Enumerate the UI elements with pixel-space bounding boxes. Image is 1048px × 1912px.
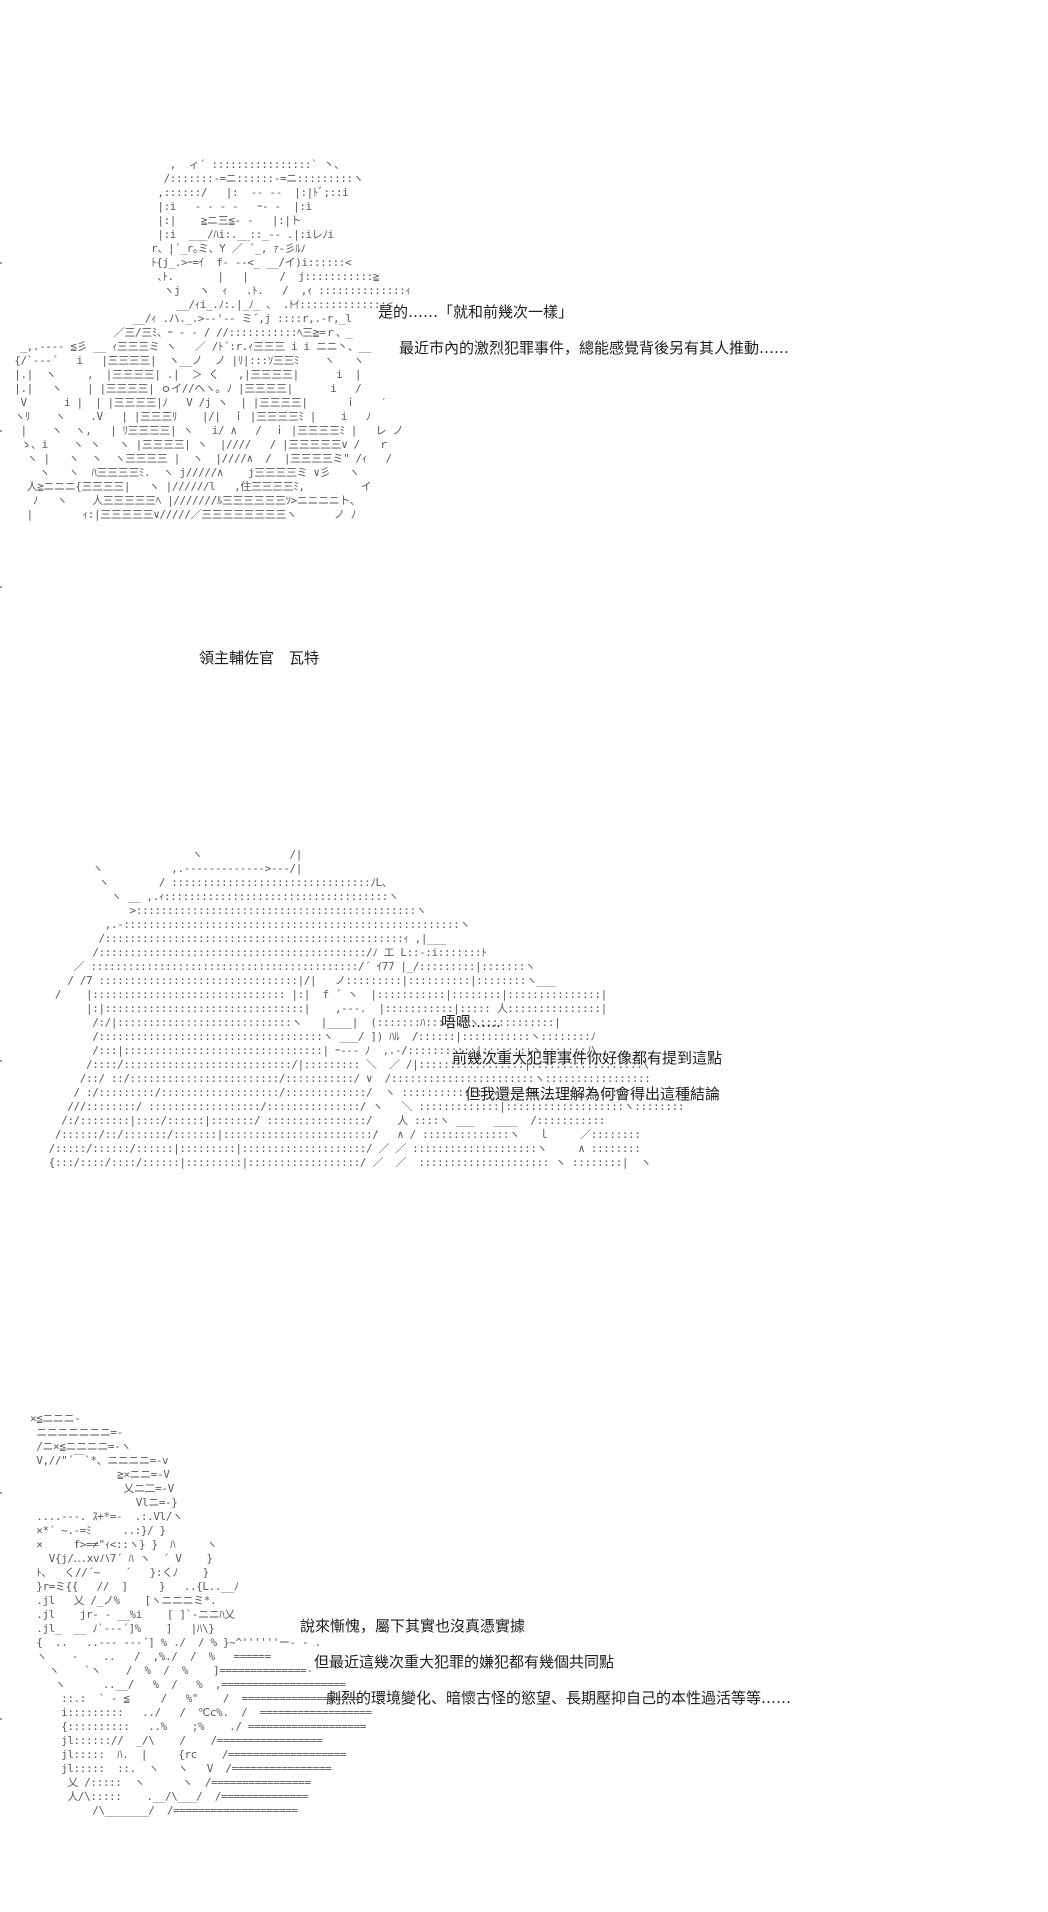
panel-1-line-2: 最近市內的激烈犯罪事件，總能感覺背後另有其人推動…… <box>399 339 790 357</box>
margin-speck <box>0 1060 2 1062</box>
panel-3-line-3: 劇烈的環境變化、暗懷古怪的慾望、長期壓抑自己的本性過活等等…… <box>326 1689 792 1707</box>
panel-1-line-1: 是的……「就和前幾次一樣」 <box>378 303 574 321</box>
panel-1-caption: 領主輔佐官 瓦特 <box>199 649 320 667</box>
margin-speck <box>0 430 2 432</box>
margin-speck <box>0 1492 2 1494</box>
ascii-art-bowing-figure: ×≦ニニニ- ニニニニニニニ=- /ニ×≦ニニニニ=-ヽ V,//"´￣`*、ニ… <box>30 1412 372 1817</box>
panel-2-line-2: 前幾次重大犯罪事件你好像都有提到這點 <box>452 1049 723 1067</box>
margin-speck <box>0 262 2 264</box>
ascii-art-figure-watt: , ィ´ ::::::::::::::::` 丶、 /:::::::-=ニ:::… <box>14 158 411 521</box>
margin-speck <box>0 1718 2 1720</box>
panel-3-line-2: 但最近這幾次重大犯罪的嫌犯都有幾個共同點 <box>314 1653 615 1671</box>
panel-2-line-3: 但我還是無法理解為何會得出這種結論 <box>465 1085 721 1103</box>
ascii-art-hooded-figure: ヽ /| ヽ ,.------------->---/| ヽ / :::::::… <box>48 848 685 1169</box>
panel-2-line-1: 唔嗯…… <box>441 1013 502 1031</box>
margin-speck <box>0 586 2 588</box>
panel-3-line-1: 說來慚愧，屬下其實也沒真憑實據 <box>300 1617 526 1635</box>
